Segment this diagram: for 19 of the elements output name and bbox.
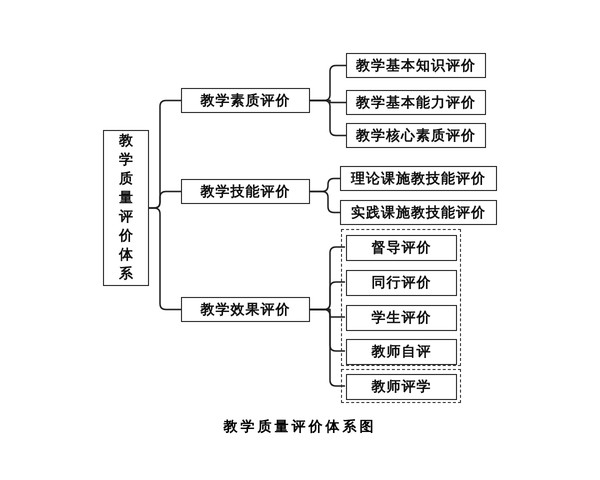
category-box: 教学基本知识评价 xyxy=(346,53,486,78)
category-box: 教师评学 xyxy=(346,374,457,400)
category-box: 教学效果评价 xyxy=(181,297,310,322)
category-box: 理论课施教技能评价 xyxy=(340,166,497,191)
category-box: 教学核心素质评价 xyxy=(346,123,486,148)
root-box: 教学质量评价体系 xyxy=(103,130,149,286)
category-box: 督导评价 xyxy=(346,235,457,261)
category-box: 教学技能评价 xyxy=(181,179,310,204)
category-box: 同行评价 xyxy=(346,270,457,296)
category-box: 教师自评 xyxy=(346,339,457,365)
group-box xyxy=(341,369,461,403)
brace-connector xyxy=(149,207,181,310)
category-box: 实践课施教技能评价 xyxy=(340,200,497,225)
caption: 教学质量评价体系图 xyxy=(222,418,378,436)
category-box: 教学素质评价 xyxy=(181,88,310,113)
category-box: 教学基本能力评价 xyxy=(346,90,486,115)
group-box xyxy=(341,229,461,366)
brace-connector xyxy=(310,100,346,136)
category-box: 学生评价 xyxy=(346,305,457,331)
